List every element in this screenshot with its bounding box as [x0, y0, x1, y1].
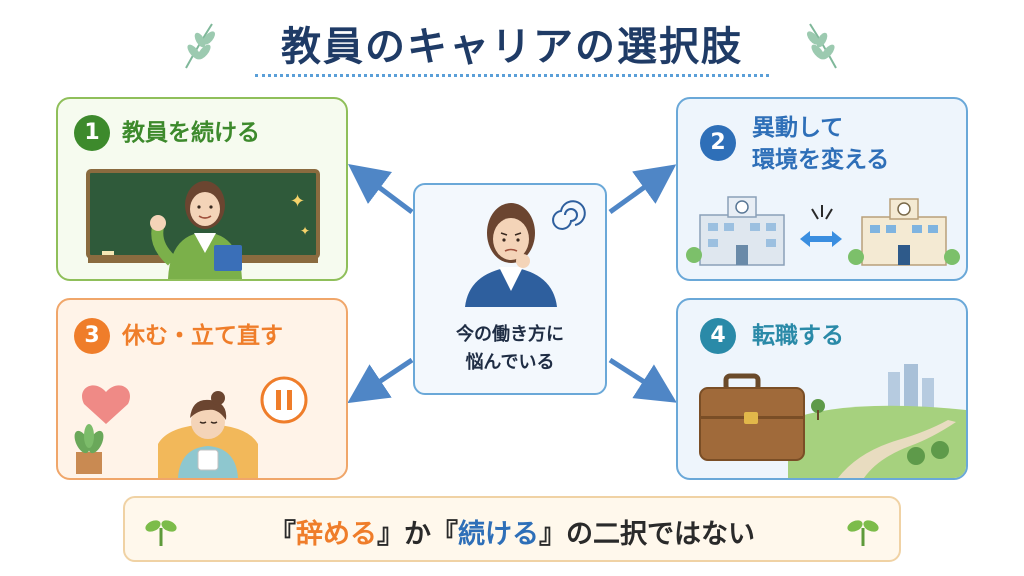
option-card-2: 2 異動して 環境を変える	[676, 97, 968, 281]
pause-bubble-icon	[260, 376, 308, 424]
situation-text-line1: 今の働き方に	[456, 324, 564, 345]
option-label-2-line1: 異動して	[752, 115, 844, 141]
svg-text:✦: ✦	[300, 224, 310, 238]
arrow-to-option-4	[608, 357, 677, 403]
sprout-icon	[145, 520, 177, 546]
quote-open-1: 『	[269, 519, 296, 550]
conclusion-tail: の二択ではない	[566, 519, 755, 550]
option-number-2: 2	[700, 125, 736, 161]
quote-open-2: 『	[431, 519, 458, 550]
option-card-3: 3 休む・立て直す	[56, 298, 348, 480]
arrow-to-option-2	[608, 164, 677, 215]
rest-illustration	[74, 376, 308, 478]
conclusion-banner: 『辞める』か『続ける』の二択ではない	[123, 496, 901, 562]
heart-icon	[82, 385, 130, 424]
briefcase-icon	[699, 373, 805, 461]
page-title: 教員のキャリアの選択肢	[281, 24, 743, 70]
teacher-chalkboard-illustration: ✦ ✦	[86, 169, 320, 279]
conclusion-text: 『辞める』か『続ける』の二択ではない	[125, 512, 899, 551]
school-building-icon	[848, 198, 960, 266]
option-card-1: 1 教員を続ける ✦ ✦	[56, 97, 348, 281]
keyword-quit: 辞める	[296, 519, 377, 550]
school-building-icon	[686, 196, 785, 266]
teacher-icon	[150, 181, 242, 279]
option-card-4: 4 転職する	[676, 298, 968, 480]
title-underline	[255, 74, 769, 81]
situation-text-line2: 悩んでいる	[465, 352, 555, 373]
potted-plant-icon	[74, 424, 104, 474]
career-change-illustration	[699, 364, 966, 478]
leaf-sprig-icon	[807, 23, 837, 69]
quote-close-2: 』	[539, 519, 566, 550]
keyword-continue: 続ける	[458, 519, 539, 550]
city-road-icon	[788, 364, 966, 478]
two-way-arrow-icon	[832, 231, 842, 247]
worried-person-icon	[465, 200, 586, 307]
current-situation-box: 今の働き方に 悩んでいる	[413, 183, 607, 395]
sprout-icon	[847, 520, 879, 546]
leaf-sprig-icon	[185, 23, 215, 69]
option-number-4: 4	[700, 318, 736, 354]
option-label-3: 休む・立て直す	[122, 323, 283, 349]
conjunction-ka: か	[404, 519, 431, 550]
svg-text:✦: ✦	[290, 191, 305, 212]
option-number-3: 3	[74, 318, 110, 354]
option-label-2-line2: 環境を変える	[752, 147, 890, 173]
option-number-1: 1	[74, 115, 110, 151]
arrow-to-option-1	[348, 164, 414, 214]
arrow-to-option-3	[347, 357, 414, 404]
option-label-4: 転職する	[752, 323, 844, 349]
quote-close-1: 』	[377, 519, 404, 550]
option-label-1: 教員を続ける	[122, 120, 260, 146]
school-transfer-illustration	[686, 196, 960, 266]
